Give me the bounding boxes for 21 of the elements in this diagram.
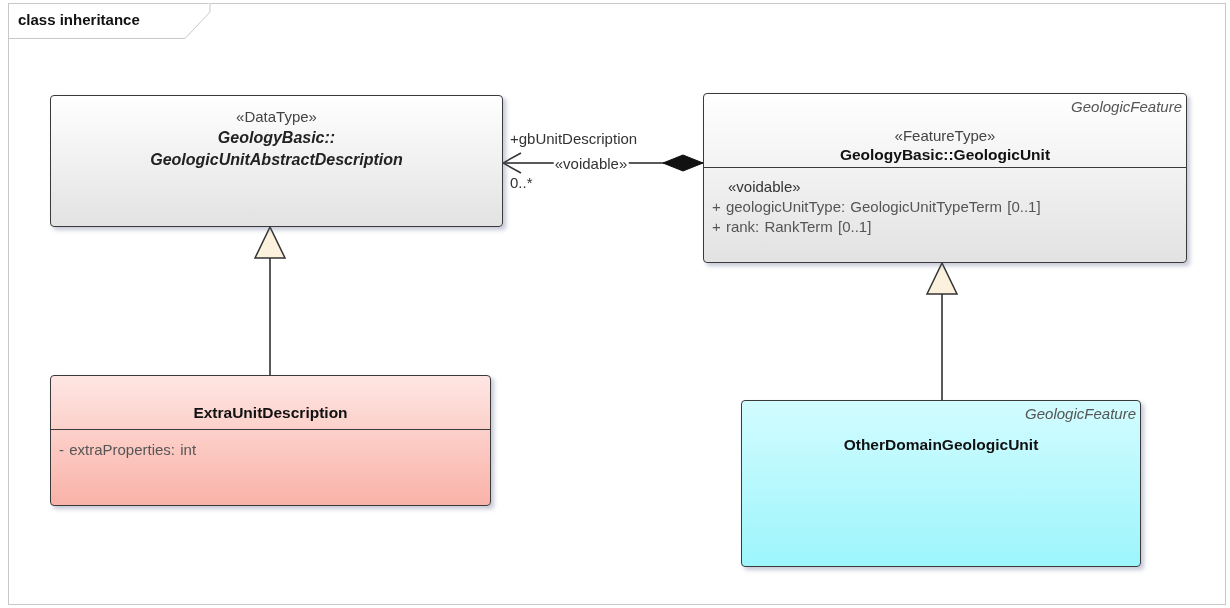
attribute-text: + rank: RankTerm [0..1] bbox=[712, 217, 872, 238]
role-name: +gbUnitDescription bbox=[510, 130, 638, 147]
stereotype-label: «DataType» bbox=[236, 108, 317, 125]
class-tag: GeologicFeature bbox=[1025, 405, 1136, 422]
attribute-text: + geologicUnitType: GeologicUnitTypeTerm [0..1] bbox=[712, 197, 1041, 217]
class-box bbox=[741, 400, 1141, 567]
attribute-text: - extraProperties: int bbox=[59, 440, 197, 460]
class-tag: GeologicFeature bbox=[1071, 98, 1182, 115]
class-name: GeologyBasic:: GeologicUnitAbstractDescription bbox=[149, 128, 404, 171]
class-name: ExtraUnitDescription bbox=[193, 404, 348, 422]
stereotype-label: «voidable» bbox=[728, 178, 801, 195]
generalization-arrow bbox=[254, 226, 286, 376]
stereotype-label: «FeatureType» bbox=[894, 127, 996, 144]
class-name: OtherDomainGeologicUnit bbox=[843, 436, 1039, 454]
class-box bbox=[703, 93, 1187, 263]
generalization-arrow bbox=[926, 262, 958, 401]
class-name: GeologyBasic::GeologicUnit bbox=[839, 146, 1051, 164]
multiplicity-label: 0..* bbox=[510, 174, 533, 191]
class-box bbox=[50, 375, 491, 506]
diagram-title: class inheritance bbox=[18, 11, 140, 28]
class-box bbox=[50, 95, 503, 227]
